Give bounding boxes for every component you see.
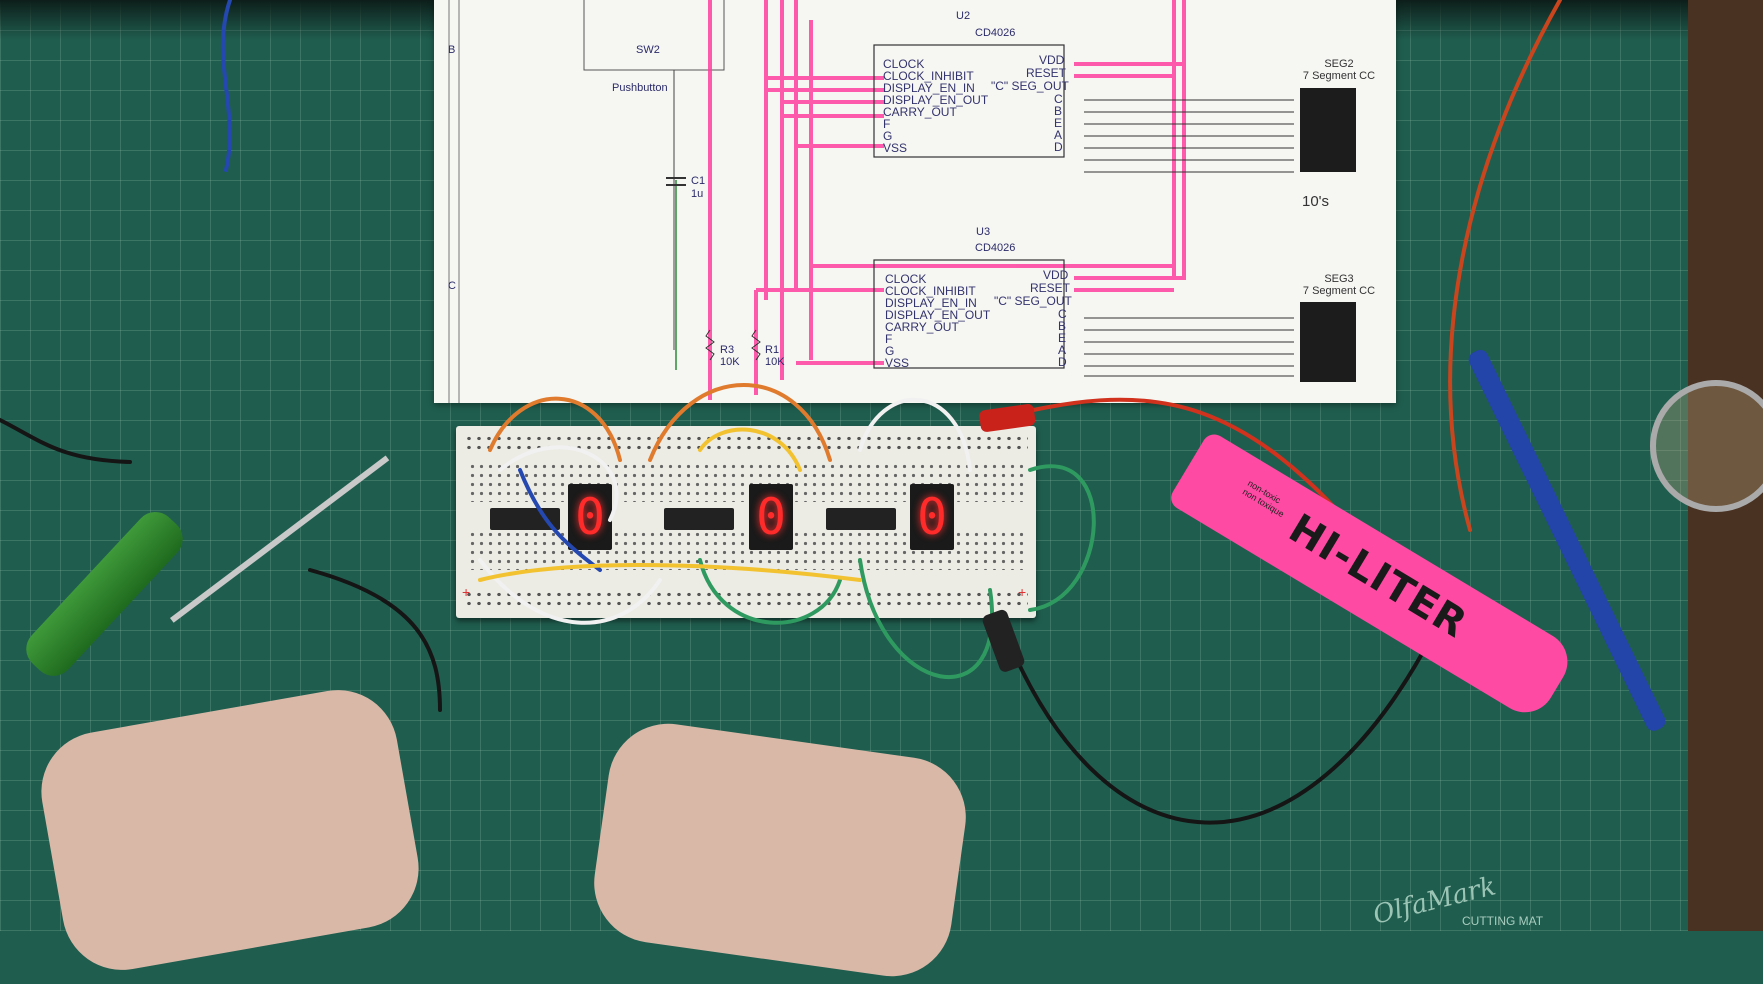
u3-ref: U3 (976, 226, 991, 238)
highlighter-subtext: non-toxic non toxique (1240, 478, 1286, 520)
u3-pin-vss: VSS (885, 356, 910, 370)
u3-pin-g: G (885, 344, 895, 358)
led-display-2: 0 (749, 484, 793, 550)
u2-pin-g: G (883, 129, 893, 143)
led-digit-2: 0 (755, 488, 787, 546)
u2-part: CD4026 (975, 27, 1016, 39)
u3-pin-f: F (885, 332, 893, 346)
schematic-sheet: U2 CD4026 SW2 Pushbutton C1 1u B C R3 10… (434, 0, 1396, 403)
capacitor-value: 1u (691, 188, 704, 200)
u2-pin-clock: CLOCK (883, 57, 925, 71)
led-digit-3: 0 (916, 488, 948, 546)
plus-marker-right: + (1018, 584, 1027, 600)
power-rail-bottom (464, 590, 1028, 608)
u2-pin-f: F (883, 117, 891, 131)
u3-pin-b: B (1058, 319, 1067, 333)
u2-pin-clock-inhibit: CLOCK_INHIBIT (883, 69, 974, 83)
seg2-caption: 10's (1302, 193, 1330, 210)
seg3-type: 7 Segment CC (1302, 285, 1376, 297)
u3-pin-carry-out: CARRY_OUT (885, 320, 959, 334)
led-display-1: 0 (568, 484, 612, 550)
plus-marker-left: + (462, 584, 471, 600)
breadboard: + + 0 0 0 (456, 426, 1036, 618)
u2-pin-c: C (1054, 92, 1063, 106)
u3-pin-d: D (1058, 355, 1067, 369)
seg2-type: 7 Segment CC (1302, 70, 1376, 82)
cd4026-chip-2 (664, 508, 734, 530)
seg3-ref: SEG3 (1324, 273, 1354, 285)
u2-pin-a: A (1054, 128, 1063, 142)
mat-label: CUTTING MAT (1462, 914, 1544, 928)
u3-pin-c-seg-out: "C" SEG_OUT (994, 294, 1072, 308)
u2-pin-display-en-in: DISPLAY_EN_IN (883, 81, 975, 95)
schematic-wiring (448, 0, 1294, 403)
resistor-r3: R3 (720, 344, 735, 356)
led-display-3: 0 (910, 484, 954, 550)
row-label-c: C (448, 280, 456, 292)
u3-pin-clock-inhibit: CLOCK_INHIBIT (885, 284, 976, 298)
seg2-ref: SEG2 (1324, 58, 1354, 70)
u2-pin-b: B (1054, 104, 1063, 118)
switch-label: SW2 (636, 44, 660, 56)
led-digit-1: 0 (574, 488, 606, 546)
u3-pin-c: C (1058, 307, 1067, 321)
jumper-wires (0, 0, 1562, 825)
u2-pin-reset: RESET (1026, 66, 1067, 80)
power-rail-top (464, 434, 1028, 452)
u3-pin-reset: RESET (1030, 281, 1071, 295)
u2-pin-vss: VSS (883, 141, 908, 155)
u2-pin-e: E (1054, 116, 1063, 130)
cd4026-chip-3 (826, 508, 896, 530)
u2-ref: U2 (956, 10, 971, 22)
seg3-display-symbol (1300, 302, 1356, 382)
u3-pin-vdd: VDD (1043, 268, 1069, 282)
u2-pin-display-en-out: DISPLAY_EN_OUT (883, 93, 989, 107)
u2-pin-d: D (1054, 140, 1063, 154)
magnifier-lens (1650, 380, 1763, 512)
resistor-r1: R1 (765, 344, 780, 356)
seg2-display-symbol (1300, 88, 1356, 172)
u3-pin-a: A (1058, 343, 1067, 357)
u3-pin-clock: CLOCK (885, 272, 927, 286)
switch-type: Pushbutton (612, 82, 668, 94)
resistor-r3-value: 10K (720, 356, 740, 368)
u3-part: CD4026 (975, 242, 1016, 254)
resistor-r1-value: 10K (765, 356, 785, 368)
row-label-b: B (448, 44, 456, 56)
u3-pin-e: E (1058, 331, 1067, 345)
u3-pin-display-en-in: DISPLAY_EN_IN (885, 296, 977, 310)
u2-pin-carry-out: CARRY_OUT (883, 105, 957, 119)
capacitor-label: C1 (691, 175, 706, 187)
u2-pin-vdd: VDD (1039, 53, 1065, 67)
u2-pin-c-seg-out: "C" SEG_OUT (991, 79, 1069, 93)
u3-pin-display-en-out: DISPLAY_EN_OUT (885, 308, 991, 322)
